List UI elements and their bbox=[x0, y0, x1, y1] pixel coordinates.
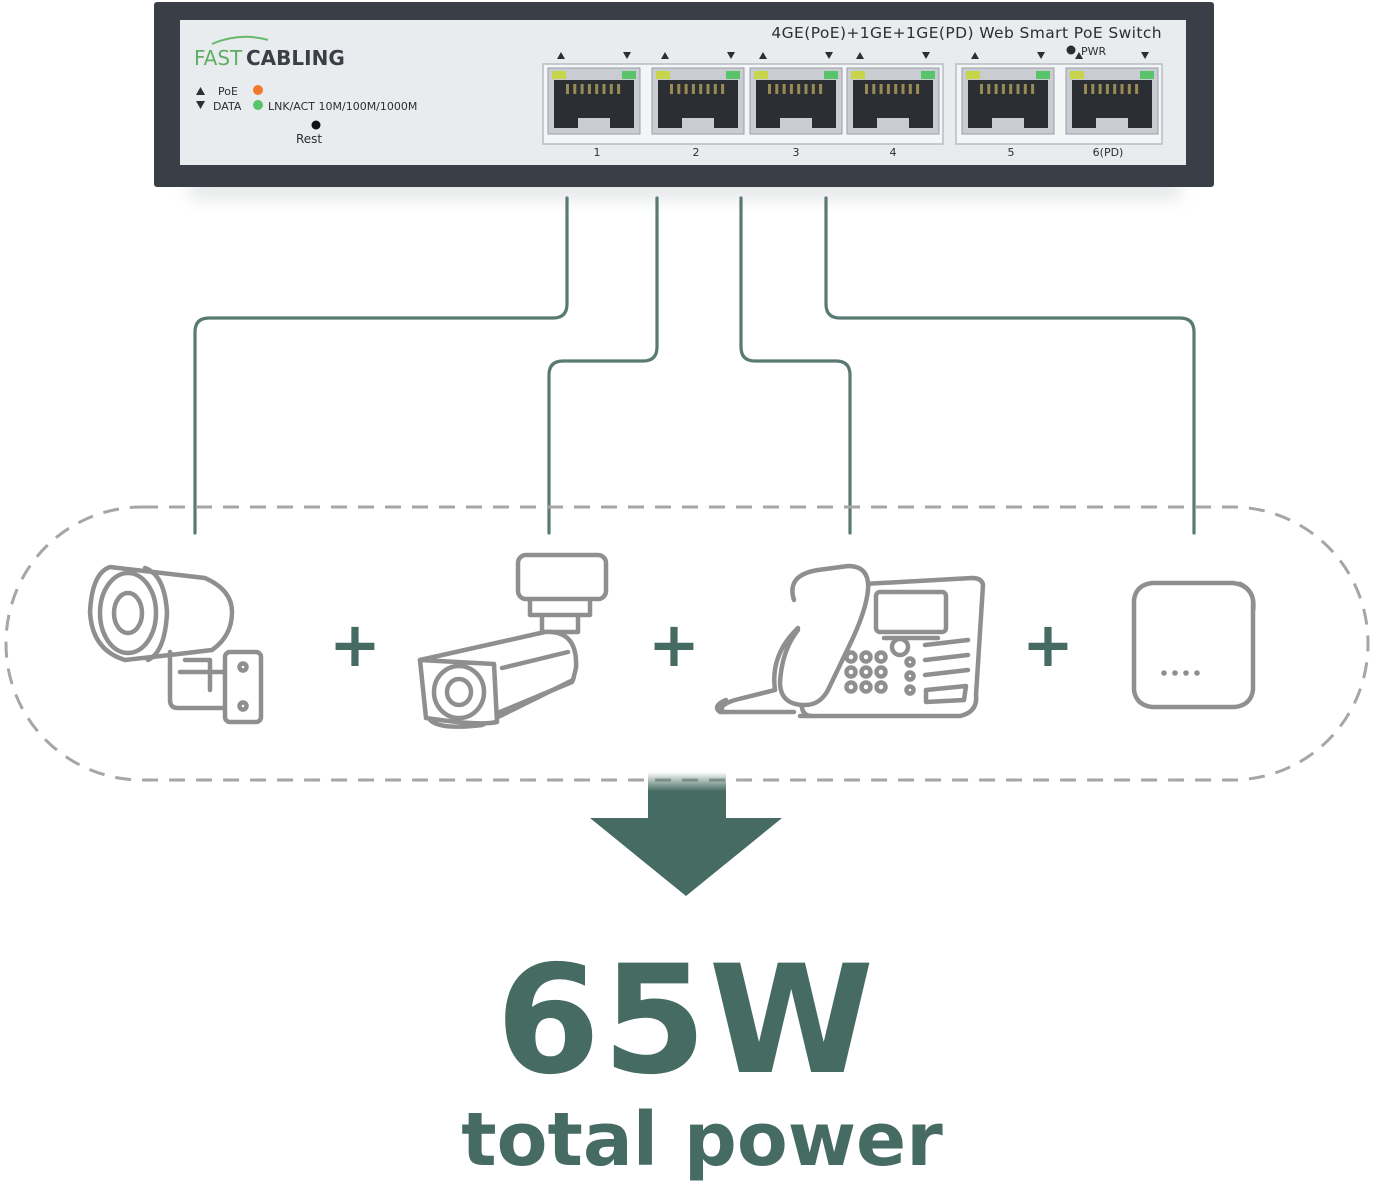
cable-line-port4 bbox=[824, 196, 1196, 535]
port-led-icon bbox=[754, 71, 768, 79]
triangle-down-icon bbox=[727, 52, 735, 59]
port-label: 1 bbox=[594, 146, 601, 159]
poe-led-icon bbox=[253, 85, 263, 95]
port-led-icon bbox=[656, 71, 670, 79]
led-legend: PoE DATA LNK/ACT 10M/100M/1000M bbox=[196, 85, 417, 113]
triangle-up-icon bbox=[661, 52, 669, 59]
plus-sign: + bbox=[1022, 608, 1074, 681]
cable-line-port1 bbox=[193, 196, 569, 535]
port-label: 6(PD) bbox=[1093, 146, 1124, 159]
port-label: 3 bbox=[793, 146, 800, 159]
plus-sign: + bbox=[648, 608, 700, 681]
triangle-up-icon bbox=[856, 52, 864, 59]
cable-line-port3 bbox=[739, 196, 852, 535]
ethernet-port-2[interactable]: 2 bbox=[651, 52, 745, 159]
port-led-icon bbox=[966, 71, 980, 79]
port-led-icon bbox=[726, 71, 740, 79]
triangle-down-icon bbox=[196, 101, 205, 109]
ethernet-port-3[interactable]: 3 bbox=[749, 52, 843, 159]
triangle-down-icon bbox=[623, 52, 631, 59]
access-point-icon bbox=[1131, 580, 1256, 710]
poe-switch: FAST CABLING PoE DATA LNK/ACT 10M/100M/1… bbox=[154, 2, 1214, 200]
ethernet-port-6[interactable]: 6(PD) bbox=[1065, 52, 1159, 159]
port-led-icon bbox=[1140, 71, 1154, 79]
port-led-icon bbox=[622, 71, 636, 79]
port-label: 2 bbox=[693, 146, 700, 159]
model-text: 4GE(PoE)+1GE+1GE(PD) Web Smart PoE Switc… bbox=[771, 24, 1162, 42]
triangle-up-icon bbox=[759, 52, 767, 59]
triangle-down-icon bbox=[1141, 52, 1149, 59]
triangle-up-icon bbox=[557, 52, 565, 59]
ethernet-port-4[interactable]: 4 bbox=[846, 52, 940, 159]
port-led-icon bbox=[552, 71, 566, 79]
ethernet-port-5[interactable]: 5 bbox=[961, 52, 1055, 159]
pwr-label: PWR bbox=[1081, 45, 1107, 58]
port-label: 5 bbox=[1008, 146, 1015, 159]
total-power-value: 65W bbox=[496, 934, 876, 1108]
ip-phone-icon bbox=[714, 563, 986, 719]
legend-lnk-act: LNK/ACT 10M/100M/1000M bbox=[268, 100, 417, 113]
triangle-down-icon bbox=[1037, 52, 1045, 59]
down-arrow-icon bbox=[590, 772, 782, 896]
port-label: 4 bbox=[890, 146, 897, 159]
port-led-icon bbox=[824, 71, 838, 79]
total-power-caption: total power bbox=[461, 1097, 943, 1183]
cable-lines bbox=[193, 196, 1196, 535]
ethernet-port-1[interactable]: 1 bbox=[547, 52, 641, 159]
plus-sign: + bbox=[329, 608, 381, 681]
triangle-down-icon bbox=[922, 52, 930, 59]
brand-fast: FAST bbox=[194, 46, 243, 70]
port-led-icon bbox=[1070, 71, 1084, 79]
reset-button[interactable] bbox=[311, 120, 321, 130]
legend-poe: PoE bbox=[218, 85, 238, 98]
bullet-camera-icon bbox=[87, 564, 264, 725]
triangle-up-icon bbox=[971, 52, 979, 59]
port-led-icon bbox=[921, 71, 935, 79]
triangle-up-icon bbox=[196, 87, 205, 95]
fastcabling-logo: FAST CABLING bbox=[194, 35, 345, 70]
triangle-down-icon bbox=[825, 52, 833, 59]
port-led-icon bbox=[1036, 71, 1050, 79]
box-camera-icon bbox=[417, 552, 609, 729]
pwr-led-icon bbox=[1066, 45, 1076, 55]
reset-label: Rest bbox=[296, 132, 322, 146]
cable-line-port2 bbox=[547, 196, 659, 535]
brand-cabling: CABLING bbox=[246, 46, 345, 70]
triangle-up-icon bbox=[1075, 52, 1083, 59]
port-led-icon bbox=[851, 71, 865, 79]
link-led-icon bbox=[253, 100, 263, 110]
legend-data: DATA bbox=[213, 100, 242, 113]
